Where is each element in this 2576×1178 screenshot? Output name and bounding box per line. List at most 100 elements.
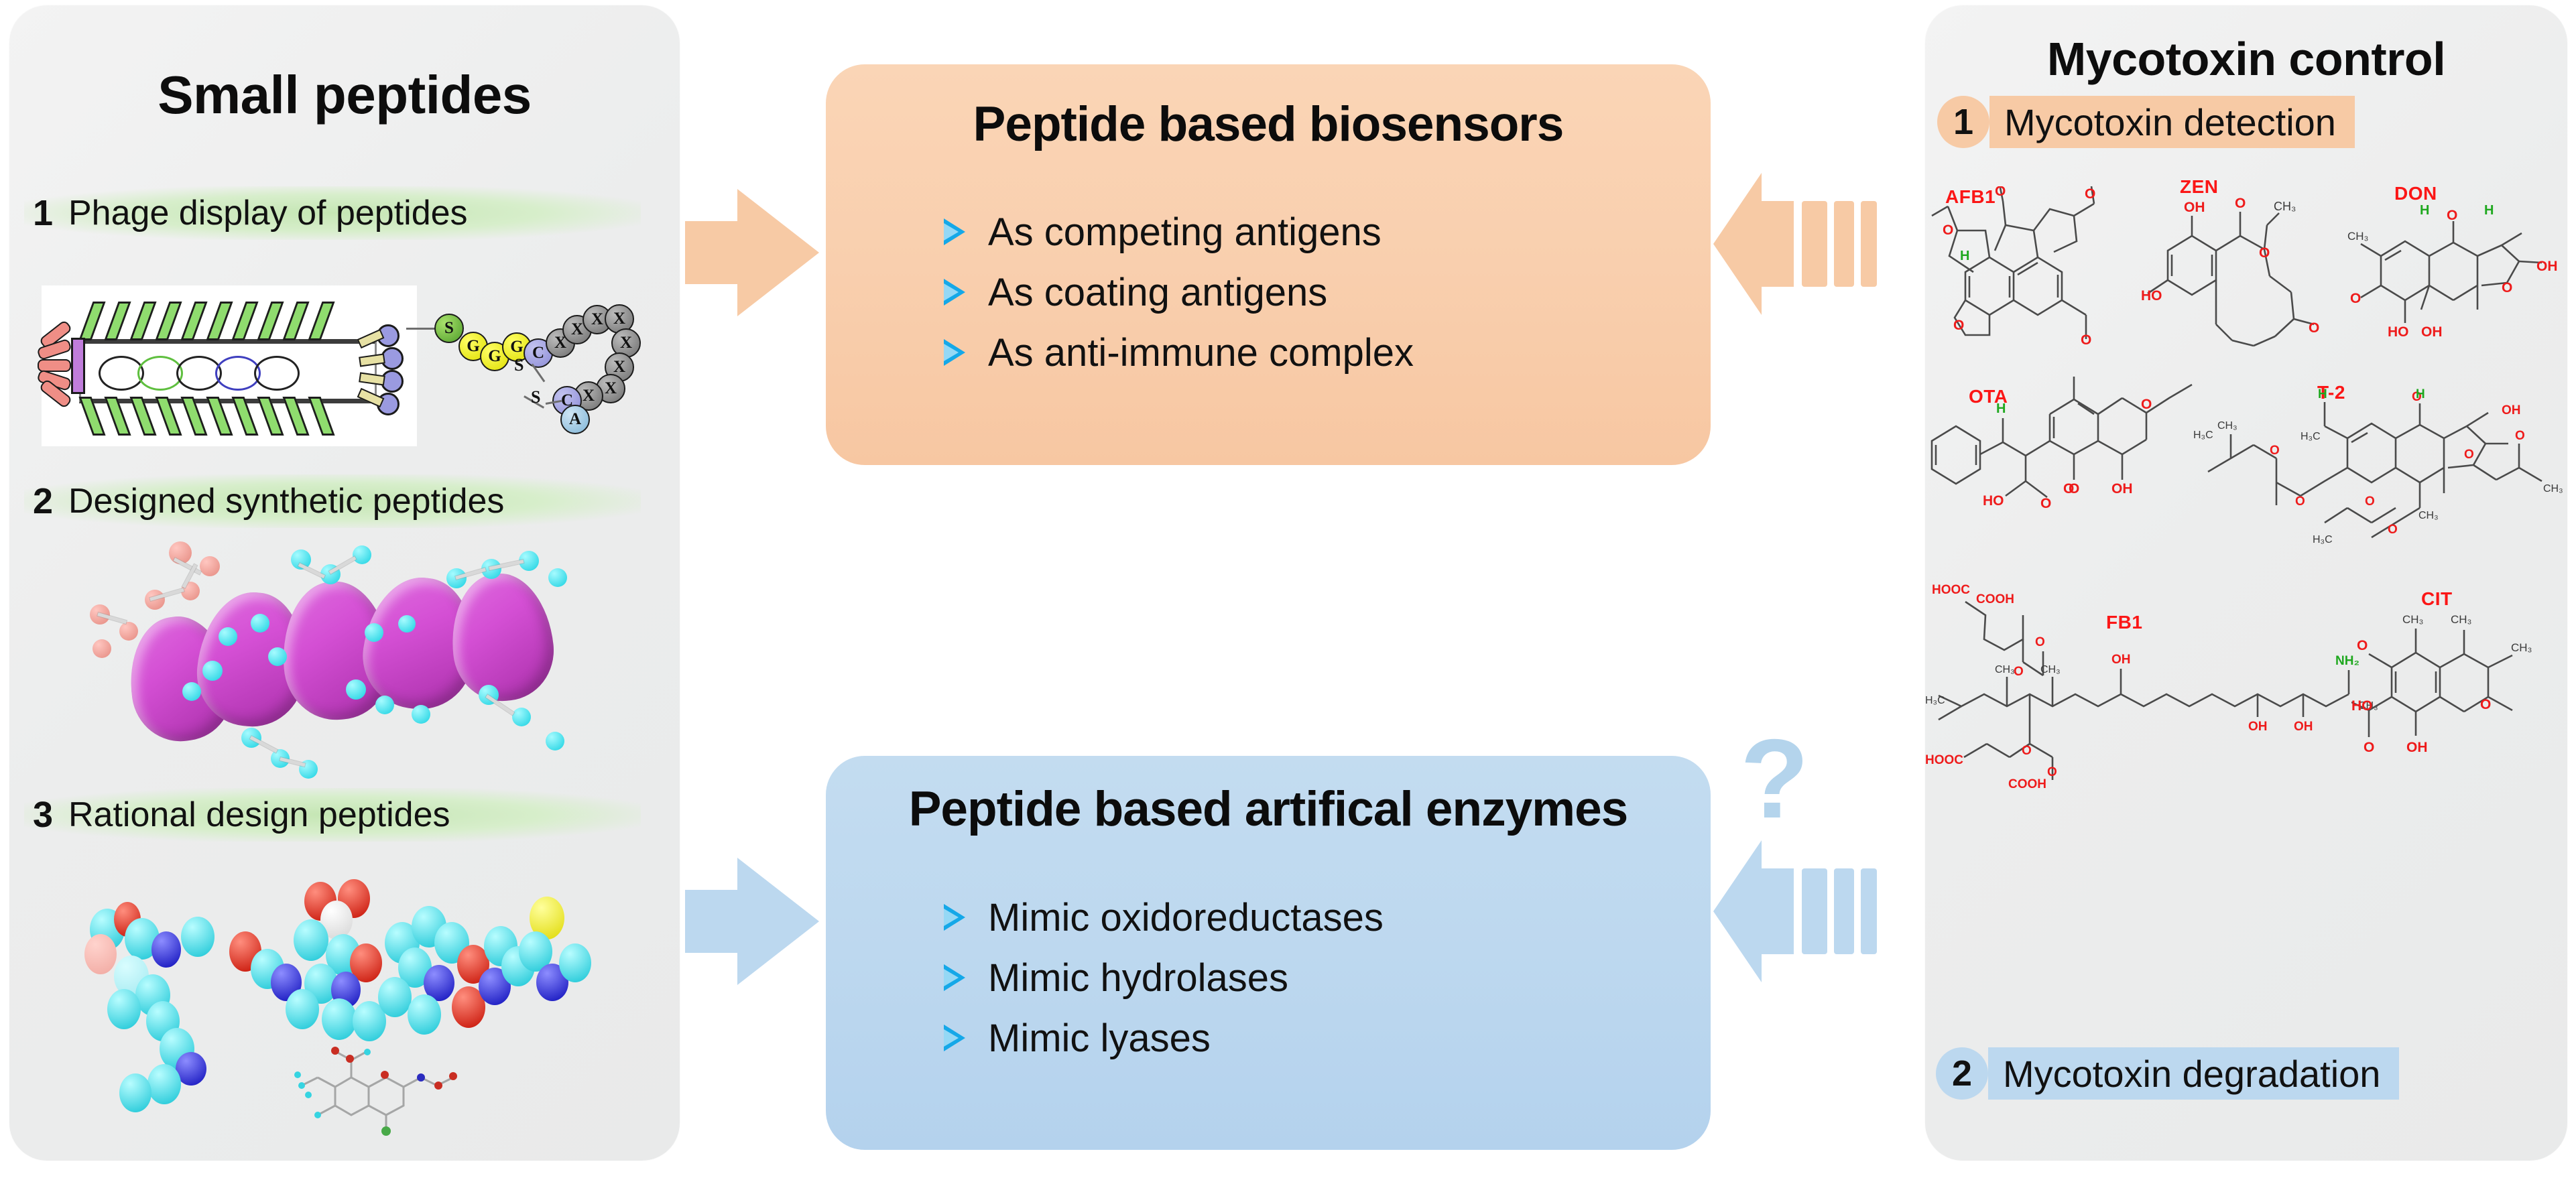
svg-text:O: O (2085, 186, 2095, 202)
chem-label-don: DON (2394, 183, 2437, 204)
svg-text:O: O (2040, 496, 2051, 511)
peptide-bead: A (560, 405, 590, 434)
svg-text:OH: OH (2502, 403, 2521, 417)
svg-text:O: O (2364, 740, 2374, 755)
biosensors-bullet-2: As coating antigens (940, 262, 1414, 322)
svg-text:O: O (2235, 196, 2246, 211)
chem-label-afb1: AFB1 (1945, 186, 1996, 207)
right-item-mycotoxin-degradation[interactable]: 2 Mycotoxin degradation (1936, 1043, 2400, 1104)
peptide-bead: X (605, 352, 634, 382)
svg-text:H: H (1996, 401, 2006, 416)
svg-text:O: O (1995, 186, 2006, 199)
svg-text:OH: OH (2536, 259, 2558, 274)
svg-text:O: O (1943, 222, 1953, 238)
left-item-2-label: Designed synthetic peptides (68, 482, 505, 521)
svg-text:CH₃: CH₃ (2511, 641, 2532, 654)
chevron-right-icon (940, 338, 969, 367)
svg-text:COOH: COOH (2008, 777, 2046, 789)
peptide-based-artifical-enzymes-box: Peptide based artifical enzymes Mimic ox… (826, 756, 1711, 1150)
svg-text:O: O (2014, 665, 2024, 679)
detection-number: 1 (1937, 96, 1989, 148)
chevron-right-icon (940, 217, 969, 247)
svg-text:OH: OH (2111, 653, 2131, 667)
svg-text:O: O (2035, 635, 2045, 649)
mycotoxin-control-panel: Mycotoxin control 1 Mycotoxin detection … (1925, 5, 2567, 1161)
svg-text:O: O (2388, 523, 2398, 537)
chevron-right-icon (940, 963, 969, 992)
degradation-label: Mycotoxin degradation (1988, 1047, 2400, 1100)
enzymes-bullet-2: Mimic hydrolases (940, 947, 1384, 1008)
disulfide-label: S (531, 387, 541, 407)
svg-text:CH₃: CH₃ (2451, 613, 2471, 626)
svg-text:O: O (2309, 320, 2319, 336)
peptide-bead: X (611, 328, 641, 358)
svg-text:O: O (2365, 495, 2375, 509)
svg-text:HOOC: HOOC (1925, 753, 1963, 767)
left-item-1-number: 1 (32, 193, 54, 233)
svg-text:OH: OH (2406, 740, 2428, 755)
left-item-1[interactable]: 1 Phage display of peptides (24, 186, 641, 240)
svg-text:O: O (2515, 429, 2525, 443)
disulfide-label: S (514, 355, 524, 375)
svg-text:H₃C: H₃C (2193, 430, 2213, 441)
chevron-right-icon (940, 1023, 969, 1053)
bound-ligand-structure (294, 1047, 457, 1136)
svg-text:O: O (2081, 332, 2091, 348)
svg-text:O: O (2270, 444, 2280, 458)
svg-text:H: H (2318, 387, 2327, 401)
arrow-peptides-to-biosensors (685, 189, 819, 316)
alpha-helix-figure (50, 541, 599, 783)
space-filling-model-figure (50, 870, 613, 1138)
svg-text:O: O (2502, 280, 2512, 296)
svg-text:O: O (2022, 744, 2032, 758)
svg-text:H: H (2420, 203, 2429, 218)
svg-text:O: O (1953, 318, 1964, 333)
left-item-2-number: 2 (32, 481, 54, 521)
chem-label-fb1: FB1 (2106, 612, 2143, 633)
biosensors-title: Peptide based biosensors (973, 97, 1565, 151)
svg-text:OH: OH (2184, 200, 2205, 215)
enzymes-bullet-3: Mimic lyases (940, 1008, 1384, 1068)
left-item-3[interactable]: 3 Rational design peptides (24, 788, 641, 842)
arrow-mycotoxin-detection-to-biosensors (1713, 173, 1877, 315)
biosensors-bullet-3: As anti-immune complex (940, 322, 1414, 383)
svg-text:O: O (2480, 697, 2491, 712)
svg-text:O: O (2464, 448, 2474, 462)
svg-text:HO: HO (2351, 698, 2373, 714)
peptide-bead: S (434, 314, 464, 343)
chevron-right-icon (940, 277, 969, 307)
svg-text:HO: HO (2388, 324, 2409, 340)
svg-text:O: O (2295, 495, 2305, 509)
svg-text:COOH: COOH (1976, 592, 2014, 606)
svg-text:CH₃: CH₃ (2040, 664, 2061, 675)
chem-label-ota: OTA (1969, 386, 2008, 407)
svg-text:CH₃: CH₃ (2402, 613, 2423, 626)
displayed-peptide-diagram: S G G G C X X X X X X X X C A S S (406, 293, 686, 461)
biosensors-bullet-1: As competing antigens (940, 202, 1414, 262)
svg-text:CH₃: CH₃ (2418, 510, 2439, 521)
left-item-2[interactable]: 2 Designed synthetic peptides (24, 474, 641, 528)
chem-label-t2: T-2 (2317, 382, 2345, 403)
svg-text:CH₃: CH₃ (2347, 230, 2368, 243)
left-panel-title: Small peptides (158, 65, 532, 125)
chevron-right-icon (940, 903, 969, 932)
phage-display-figure (36, 285, 417, 446)
svg-text:H: H (2416, 387, 2425, 401)
peptide-based-biosensors-box: Peptide based biosensors As competing an… (826, 64, 1711, 465)
chem-label-zen: ZEN (2180, 176, 2219, 197)
arrow-peptides-to-enzymes (685, 858, 819, 985)
svg-text:OH: OH (2248, 720, 2268, 734)
biosensors-bullet-list: As competing antigens As coating antigen… (940, 202, 1414, 383)
right-panel-title: Mycotoxin control (2046, 33, 2446, 85)
svg-text:NH₂: NH₂ (2335, 654, 2359, 668)
svg-text:H₃C: H₃C (1925, 695, 1945, 706)
degradation-number: 2 (1936, 1047, 1988, 1100)
svg-text:O: O (2357, 638, 2368, 653)
enzymes-title: Peptide based artifical enzymes (908, 782, 1629, 836)
right-item-mycotoxin-detection[interactable]: 1 Mycotoxin detection (1937, 91, 2355, 153)
svg-text:H: H (2484, 203, 2494, 218)
